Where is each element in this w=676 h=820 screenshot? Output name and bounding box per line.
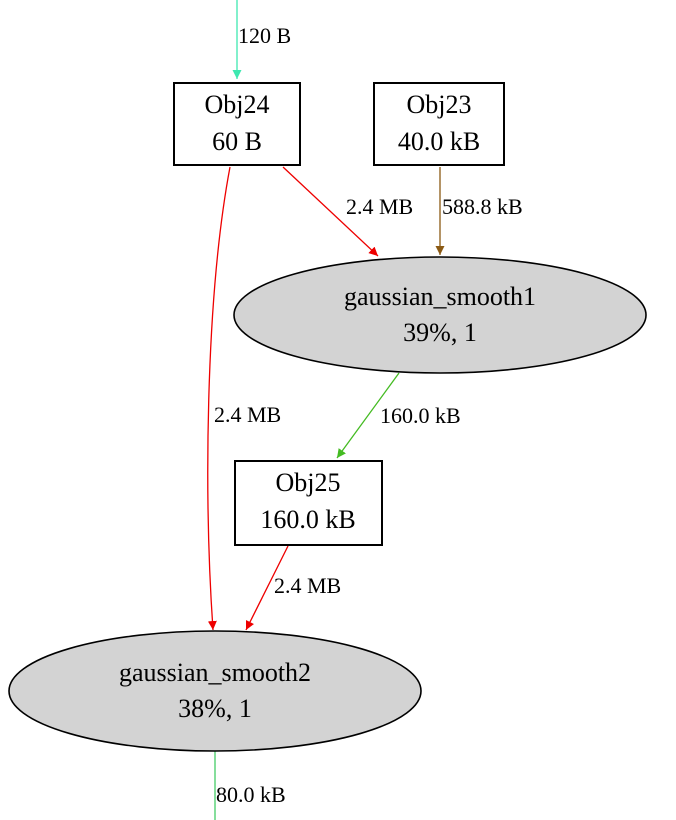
node-box	[373, 82, 505, 166]
edge-label: 2.4 MB	[214, 402, 281, 427]
edge-label: 2.4 MB	[274, 573, 341, 598]
edge-in-obj24: 120 B	[232, 0, 291, 79]
edge-gs2-out: 80.0 kB	[214, 751, 286, 820]
node-name: Obj23	[407, 90, 472, 119]
node-size: 160.0 kB	[260, 505, 355, 534]
node-obj24[interactable]: Obj24 60 B	[173, 82, 301, 166]
edge-label: 80.0 kB	[216, 782, 286, 807]
node-gaussian-smooth1[interactable]: gaussian_smooth1 39%, 1	[233, 256, 647, 374]
node-name: gaussian_smooth1	[344, 282, 536, 311]
node-size: 60 B	[212, 127, 262, 156]
edge-obj25-gs2: 2.4 MB	[245, 545, 341, 631]
node-box	[234, 460, 383, 546]
edge-label: 160.0 kB	[380, 403, 461, 428]
edge-line	[207, 166, 231, 631]
edge-label: 588.8 kB	[442, 194, 523, 219]
node-size: 40.0 kB	[398, 127, 480, 156]
node-name: gaussian_smooth2	[119, 658, 311, 687]
edge-line	[245, 545, 289, 631]
edge-obj24-gs2: 2.4 MB	[207, 166, 281, 631]
edge-obj23-gs1: 588.8 kB	[435, 167, 523, 255]
node-ellipse	[8, 630, 422, 752]
node-obj25[interactable]: Obj25 160.0 kB	[234, 460, 383, 546]
node-name: Obj24	[205, 90, 270, 119]
edge-gs1-obj25: 160.0 kB	[336, 372, 461, 459]
node-name: Obj25	[276, 468, 341, 497]
edge-label: 120 B	[238, 23, 291, 48]
node-stats: 39%, 1	[403, 318, 477, 347]
edge-label: 2.4 MB	[346, 194, 413, 219]
node-gaussian-smooth2[interactable]: gaussian_smooth2 38%, 1	[8, 630, 422, 752]
node-stats: 38%, 1	[178, 694, 252, 723]
node-box	[173, 82, 301, 166]
node-obj23[interactable]: Obj23 40.0 kB	[373, 82, 505, 166]
edge-obj24-gs1: 2.4 MB	[282, 166, 413, 257]
edge-line	[336, 372, 400, 459]
edge-line	[282, 166, 379, 257]
node-ellipse	[233, 256, 647, 374]
